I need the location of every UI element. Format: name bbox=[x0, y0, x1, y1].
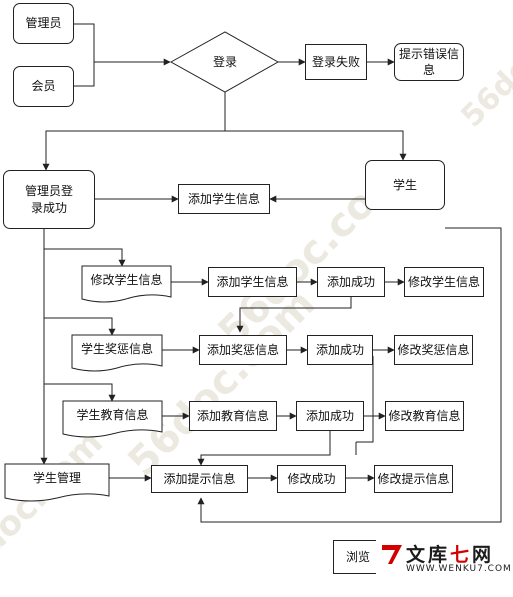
login-fail-label: 登录失败 bbox=[311, 54, 360, 69]
success-row3-node: 添加成功 bbox=[296, 401, 364, 431]
doc-student-edu-label: 学生教育信息 bbox=[76, 407, 149, 422]
add-student-row1-label: 添加学生信息 bbox=[216, 274, 289, 289]
doc-student-manage-label-wrap: 学生管理 bbox=[5, 464, 109, 492]
doc-shape-student-edu bbox=[62, 400, 163, 438]
doc-shape-student-manage bbox=[4, 463, 110, 502]
doc-student-edu-label-wrap: 学生教育信息 bbox=[63, 401, 162, 429]
doc-student-award-label: 学生奖惩信息 bbox=[80, 341, 153, 356]
add-hint-label: 添加提示信息 bbox=[163, 471, 236, 486]
modify-student-row1-node: 修改学生信息 bbox=[404, 267, 484, 297]
modify-success-node: 修改成功 bbox=[277, 465, 346, 493]
modify-award-node: 修改奖惩信息 bbox=[394, 335, 473, 365]
logo-text: 文库七网 bbox=[406, 540, 494, 567]
doc-shape-modify-student bbox=[81, 265, 172, 303]
add-award-label: 添加奖惩信息 bbox=[206, 342, 279, 357]
add-edu-node: 添加教育信息 bbox=[189, 401, 277, 431]
doc-student-award-label-wrap: 学生奖惩信息 bbox=[72, 335, 162, 363]
browse-label: 浏览 bbox=[346, 549, 371, 564]
modify-edu-label: 修改教育信息 bbox=[388, 408, 461, 423]
modify-student-row1-label: 修改学生信息 bbox=[407, 274, 480, 289]
success-row1-node: 添加成功 bbox=[317, 267, 385, 297]
connector-layer bbox=[4, 23, 502, 523]
login-fail-node: 登录失败 bbox=[305, 44, 367, 80]
add-student-row1-node: 添加学生信息 bbox=[208, 267, 297, 297]
doc-shape-student-award bbox=[71, 334, 163, 372]
admin-label: 管理员 bbox=[25, 16, 62, 31]
logo-main-a: 文库 bbox=[406, 544, 451, 566]
error-message-label: 提示错误信息 bbox=[398, 46, 459, 77]
modify-edu-node: 修改教育信息 bbox=[385, 401, 464, 431]
modify-award-label: 修改奖惩信息 bbox=[397, 342, 470, 357]
login-label: 登录 bbox=[212, 54, 237, 69]
add-award-node: 添加奖惩信息 bbox=[199, 335, 287, 365]
add-hint-node: 添加提示信息 bbox=[151, 465, 248, 493]
modify-hint-label: 修改提示信息 bbox=[377, 471, 450, 486]
member-node: 会员 bbox=[13, 66, 74, 107]
site-logo: 文库七网 WWW.WENKU7.COM bbox=[376, 538, 513, 581]
logo-main-b: 七 bbox=[450, 544, 473, 566]
admin-login-success-label: 管理员登 录成功 bbox=[24, 184, 73, 215]
doc-modify-student-label-wrap: 修改学生信息 bbox=[82, 266, 171, 294]
login-decision bbox=[169, 31, 280, 93]
admin-node: 管理员 bbox=[13, 3, 74, 44]
logo-url: WWW.WENKU7.COM bbox=[406, 564, 512, 574]
logo-main-c: 网 bbox=[472, 544, 495, 566]
error-message-node: 提示错误信息 bbox=[394, 43, 464, 81]
success-row3-label: 添加成功 bbox=[305, 408, 354, 423]
add-student-top-label: 添加学生信息 bbox=[187, 191, 260, 206]
doc-modify-student-label: 修改学生信息 bbox=[90, 272, 163, 287]
member-label: 会员 bbox=[31, 79, 56, 94]
success-row1-label: 添加成功 bbox=[326, 274, 375, 289]
doc-student-manage-label: 学生管理 bbox=[32, 470, 81, 485]
login-label-wrap: 登录 bbox=[195, 52, 255, 72]
add-edu-label: 添加教育信息 bbox=[196, 408, 269, 423]
modify-success-label: 修改成功 bbox=[287, 471, 336, 486]
student-label: 学生 bbox=[392, 177, 417, 192]
logo-mark-icon bbox=[382, 545, 402, 564]
success-row2-node: 添加成功 bbox=[307, 335, 373, 365]
admin-login-success-node: 管理员登 录成功 bbox=[3, 170, 95, 229]
success-row2-label: 添加成功 bbox=[315, 342, 364, 357]
modify-hint-node: 修改提示信息 bbox=[374, 465, 453, 493]
add-student-top-node: 添加学生信息 bbox=[178, 184, 270, 214]
student-node: 学生 bbox=[365, 160, 445, 210]
